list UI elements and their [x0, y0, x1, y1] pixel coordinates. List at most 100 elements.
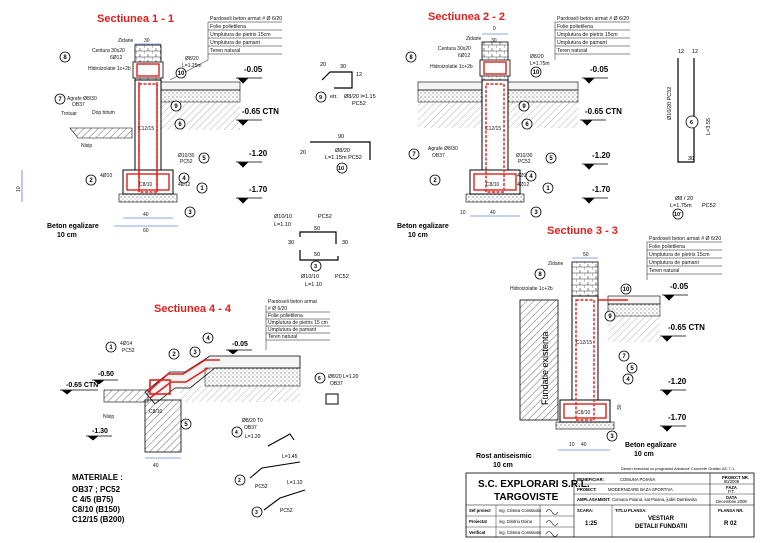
- bar-6-num: 6: [690, 120, 693, 126]
- bar-2-detail: L=1.45 PC52 2: [234, 454, 301, 490]
- bar-10-num: 10: [338, 166, 344, 172]
- company-city: TARGOVISTE: [494, 492, 559, 503]
- stirrup-9-num: 9: [319, 95, 322, 101]
- layer-5: Teren natural: [210, 48, 240, 54]
- callout-2-10: 10: [533, 70, 540, 76]
- callout-1-4: 4: [182, 176, 186, 182]
- stirrup-9-detail: 30 20 12 9 etr. Ø8/20 l=1.15 PC52: [315, 62, 376, 107]
- stirrup-9-pc52: PC52: [352, 101, 366, 107]
- dim-50-3: 50: [583, 252, 589, 258]
- bar-3-l2: L=1.10: [305, 282, 322, 288]
- elev-3b: -0.65 CTN: [668, 323, 705, 332]
- callout-3-3: 3: [610, 434, 614, 440]
- stirrup-9-d30: 30: [340, 64, 346, 70]
- label-4phi14: 4Ø14: [120, 341, 132, 347]
- bar-6b-num: 6: [318, 376, 321, 382]
- elev-3d: -1.70: [668, 413, 687, 422]
- label-phi1030-2: Ø10/30: [516, 153, 533, 159]
- foundation-4: [144, 399, 182, 453]
- label-beton-1a: Beton egalizare: [47, 223, 99, 230]
- stirrup-9-spec: Ø8/20 l=1.15: [344, 94, 376, 100]
- label-c810-4: C8/10: [149, 409, 163, 415]
- elev-3c: -1.20: [668, 377, 687, 386]
- label-rost-1: Rost antiseismic: [476, 453, 532, 460]
- callout-2-9: 9: [522, 104, 526, 110]
- label-l125-1: L=1.25m: [182, 63, 202, 69]
- trotuar-1: [69, 127, 133, 139]
- label-zidarie-1: Zidarie: [118, 38, 134, 44]
- bar-2-spec: L=1.45: [282, 454, 298, 460]
- material-4: C12/15 (B200): [72, 515, 125, 524]
- layer2-4: Umplutura de pamant: [557, 40, 607, 46]
- label-centura-bars-2: 6Ø12: [458, 53, 470, 59]
- tb-scale: 1:25: [585, 521, 598, 527]
- elev-1a: -0.05: [244, 65, 263, 74]
- label-phi820-2: Ø8/20: [530, 54, 544, 60]
- tb-name-3: ing. Cristea Constantin: [499, 530, 542, 535]
- bar-10-detail: 90 20 Ø8/20 L=1.15m PC52 10: [300, 134, 371, 174]
- existing-foundation: [519, 299, 559, 421]
- stirrup-9-etr: etr.: [330, 94, 338, 100]
- bar-3-spec1: Ø10/10: [274, 214, 292, 220]
- layers-list-4: Pardoseli beton armat # Ø 6/20 Folie pol…: [265, 299, 330, 350]
- rebar-1: [126, 63, 170, 193]
- layer2-2: Folie polietilena: [557, 24, 593, 30]
- stirrup-9-d12: 12: [356, 72, 362, 78]
- tb-data-v: Decembrie 2009: [716, 499, 747, 504]
- label-agrafe-1: Agrafe Ø8/30: [67, 96, 97, 102]
- label-beton-3b: 10 cm: [634, 451, 654, 458]
- bar-3-spec2: Ø10/10: [301, 274, 319, 280]
- label-hidro-2: Hidroizolatie 1c+2b: [430, 64, 473, 70]
- callout-2-2: 2: [433, 178, 437, 184]
- material-1: OB37 ; PC52: [72, 485, 121, 494]
- elev-1c: -1.20: [249, 149, 268, 158]
- label-dop-1: Dop bitum: [92, 110, 115, 116]
- label-rost-2: 10 cm: [493, 462, 513, 469]
- gravel-1: [159, 89, 241, 103]
- callout-2-1: 1: [546, 186, 550, 192]
- tb-name-1: ing. Cristea Constantin: [499, 508, 542, 513]
- bar-6b-detail: 6 Ø8/20 L=1.20 OB37: [314, 372, 359, 405]
- label-4phi12-1: 4Ø12: [178, 182, 190, 188]
- layer3-3: Umplutura de pietris 15cm: [649, 252, 710, 258]
- company-name: S.C. EXPLORARI S.R.L.: [478, 479, 590, 490]
- bar-3-l1: L=1.10: [274, 222, 291, 228]
- callout-2-7: 7: [412, 152, 416, 158]
- label-c1215-2: C12/15: [485, 126, 501, 132]
- bar-4-num: 4: [235, 430, 238, 436]
- layer4-4: Umplutura de pietris 15 cm: [268, 320, 328, 326]
- tb-plan-label: TITLU PLANSA:: [615, 508, 647, 513]
- layer2-1: Pardoseli beton armat # Ø 6/20: [557, 16, 629, 22]
- materials-list: MATERIALE : OB37 ; PC52 C 4/5 (B75) C8/1…: [72, 473, 125, 524]
- tb-role-3: Verificat: [469, 530, 486, 535]
- materials-title: MATERIALE :: [72, 473, 123, 482]
- callout-1-9: 9: [174, 104, 178, 110]
- bar-10b-len: L=1.75m: [670, 203, 692, 209]
- elev-2a: -0.05: [590, 65, 609, 74]
- tb-faza-v: P.T.: [728, 489, 735, 494]
- label-ob37-1: OB37: [72, 102, 85, 108]
- bar-6-d12a: 12: [678, 49, 684, 55]
- label-centura-1: Centura 30x20: [92, 48, 125, 54]
- bar-6-d30: 30: [688, 156, 694, 162]
- elev-2c: -1.20: [592, 151, 611, 160]
- layer3-5: Teren natural: [649, 268, 679, 274]
- bar-3-pc52: PC52: [318, 214, 332, 220]
- bar-6-len: L=3.55: [706, 118, 712, 135]
- tb-amplas-v: Comuna Poiana, sat Poiana, judet Dambovi…: [612, 497, 697, 502]
- callout-1-6: 6: [178, 122, 182, 128]
- callout-1-1: 1: [200, 186, 204, 192]
- section-3-3-title: Sectiune 3 - 3: [547, 225, 618, 237]
- elev-4c: -0.65 CTN: [66, 382, 98, 389]
- label-zidarie-3: Zidarie: [548, 261, 564, 267]
- callout-3-4: 4: [626, 377, 630, 383]
- tb-proiect-k: PROIECT:: [577, 487, 597, 492]
- layers-list-2: Pardoseli beton armat # Ø 6/20 Folie pol…: [554, 16, 630, 60]
- layer4-2: # Ø 6/20: [268, 306, 287, 312]
- tb-role-2: Proiectat: [469, 519, 488, 524]
- tb-plan-2: DETALII FUNDATII: [635, 524, 687, 530]
- label-nisip-4: Nisip: [103, 414, 114, 420]
- bar-3b-num: 3: [255, 510, 258, 516]
- label-pc52-1: PC52: [180, 159, 193, 165]
